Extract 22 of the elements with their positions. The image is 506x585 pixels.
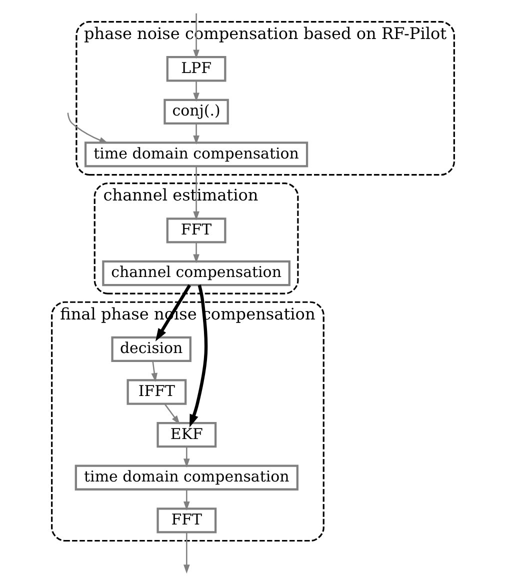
arrow: [193, 242, 200, 264]
node-box: LPF: [166, 56, 226, 82]
arrow: [190, 284, 208, 428]
node-box: FFT: [156, 508, 217, 534]
node-box: EKF: [156, 422, 217, 448]
node-box: IFFT: [126, 379, 187, 405]
arrow: [184, 532, 190, 574]
arrow: [164, 404, 180, 424]
node-box: conj(.): [164, 98, 229, 124]
node-box: channel compensation: [102, 260, 290, 286]
arrow: [151, 361, 158, 382]
node-box: decision: [111, 336, 192, 362]
arrow: [184, 490, 190, 510]
arrow: [67, 112, 108, 144]
arrow: [193, 13, 200, 59]
node-box: time domain compensation: [74, 464, 298, 490]
node-box: time domain compensation: [84, 142, 308, 168]
arrow: [193, 81, 200, 102]
arrow: [193, 166, 200, 220]
arrow: [184, 446, 190, 468]
node-box: FFT: [166, 218, 226, 244]
arrow: [193, 124, 200, 145]
